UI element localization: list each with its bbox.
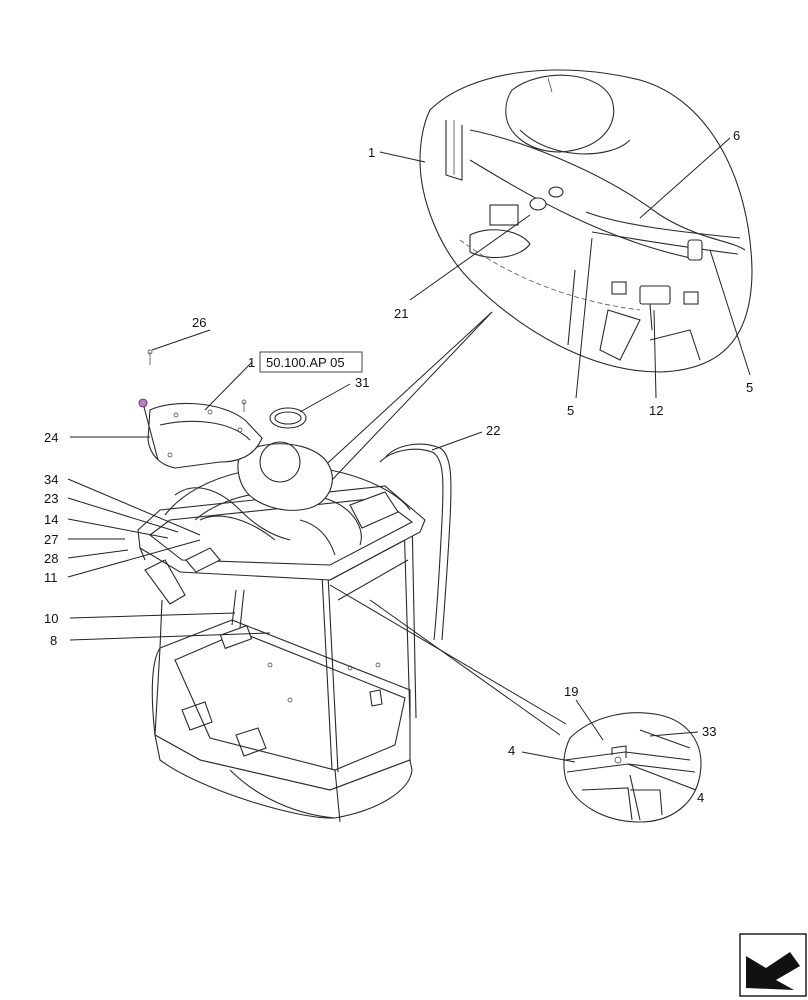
next-page-arrow-icon[interactable]	[739, 933, 807, 997]
callout-28: 28	[44, 551, 58, 566]
callout-22: 22	[486, 423, 500, 438]
callout-19: 19	[564, 684, 578, 699]
callout-6: 6	[733, 128, 740, 143]
callout-5-right: 5	[746, 380, 753, 395]
callout-10: 10	[44, 611, 58, 626]
callout-12: 12	[649, 403, 663, 418]
callout-24: 24	[44, 430, 58, 445]
callout-33: 33	[702, 724, 716, 739]
callout-14: 14	[44, 512, 58, 527]
detail-view-top	[379, 69, 753, 399]
callout-5-left: 5	[567, 403, 574, 418]
callout-11: 11	[44, 570, 58, 585]
callout-1-main: 1	[248, 355, 255, 370]
callout-4-left: 4	[508, 743, 515, 758]
callout-23: 23	[44, 491, 58, 506]
callout-31: 31	[355, 375, 369, 390]
callout-34: 34	[44, 472, 58, 487]
detail-pointer-line-b	[331, 311, 493, 481]
callout-27: 27	[44, 532, 58, 547]
callout-26: 26	[192, 315, 206, 330]
detail-pointer-line-a	[317, 311, 493, 473]
main-leader-lines	[67, 329, 567, 736]
callout-4-right: 4	[697, 790, 704, 805]
callout-8: 8	[50, 633, 57, 648]
reference-box	[259, 351, 363, 373]
detail-view-bottom	[521, 699, 702, 823]
cab-assembly	[137, 349, 452, 823]
callout-21: 21	[394, 306, 408, 321]
handle-knob	[138, 398, 148, 408]
callout-1-detail: 1	[368, 145, 375, 160]
reference-code: 50.100.AP 05	[266, 355, 345, 370]
